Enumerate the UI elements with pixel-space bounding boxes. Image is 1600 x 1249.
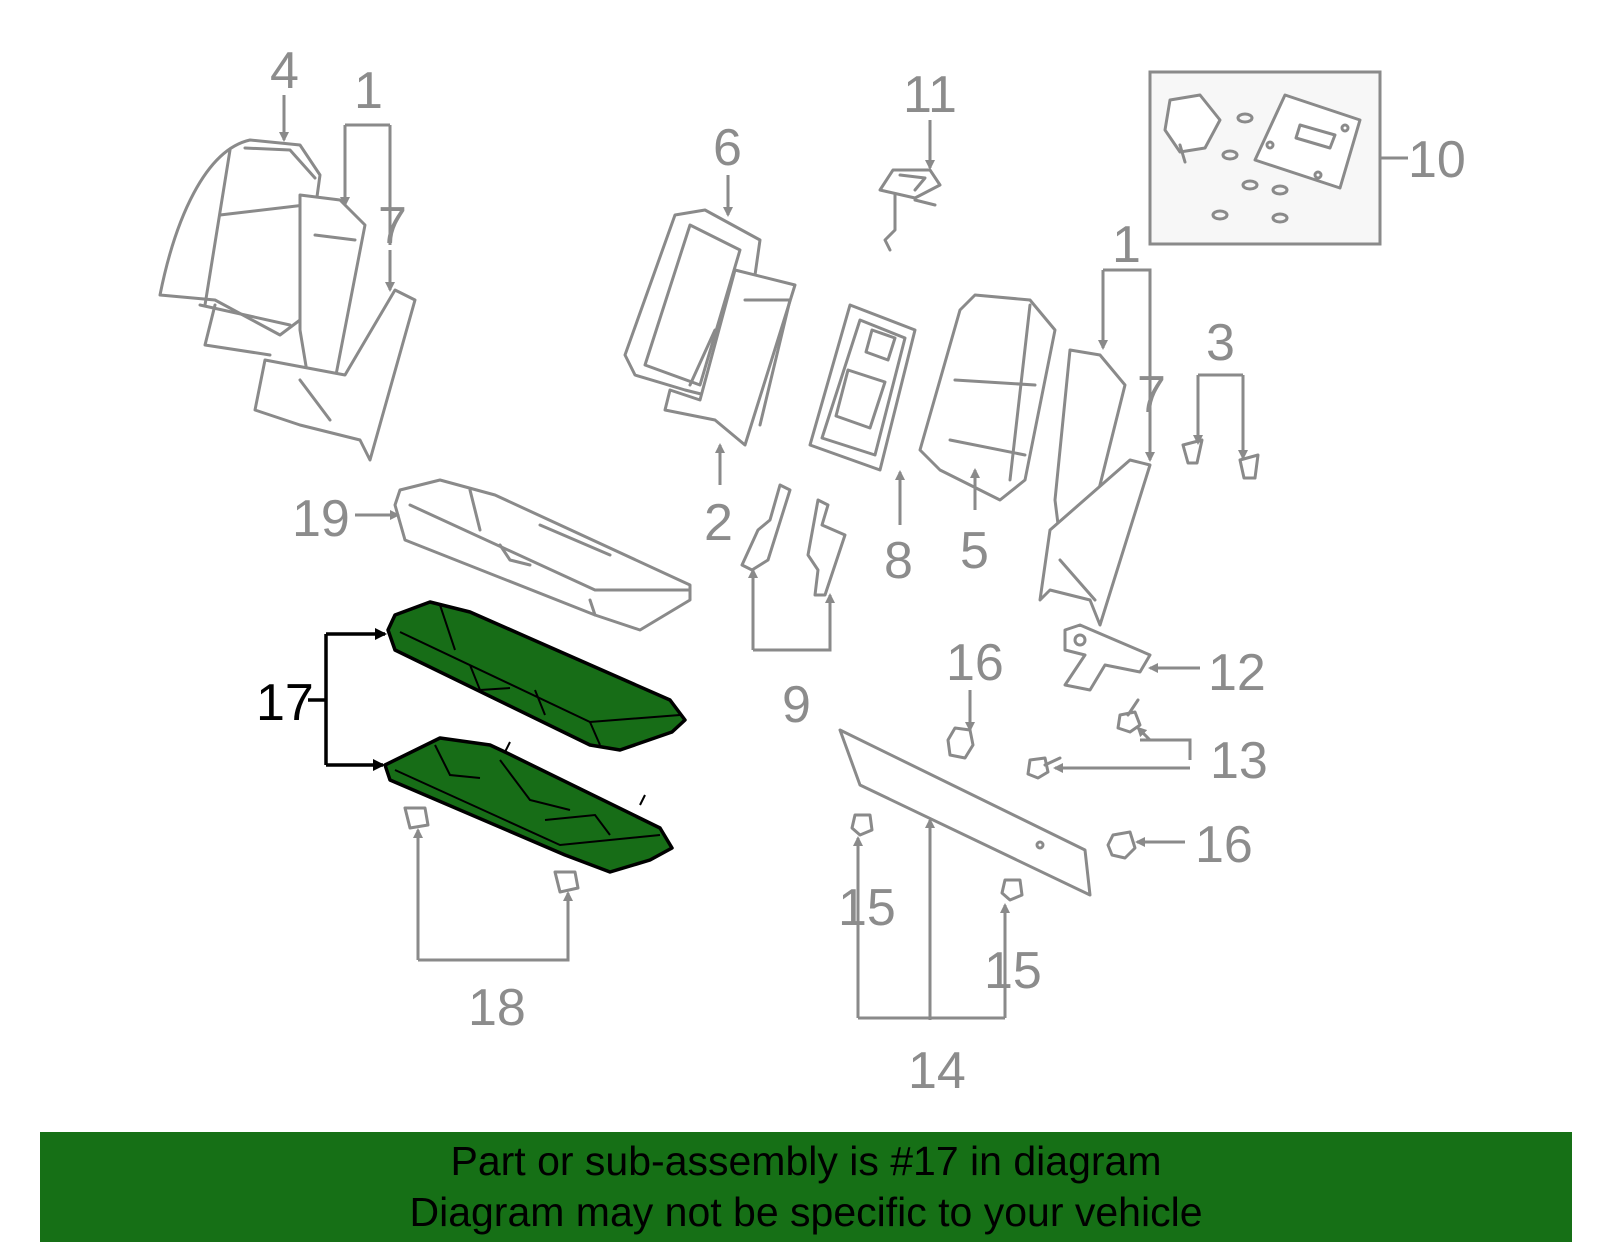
callout-16-bottom: 16	[1195, 816, 1253, 874]
banner-line-1: Part or sub-assembly is #17 in diagram	[450, 1138, 1162, 1184]
part-19-cushion	[393, 478, 692, 632]
callout-7-right: 7	[1137, 366, 1166, 424]
callout-8: 8	[884, 532, 913, 590]
callout-12: 12	[1208, 644, 1266, 702]
callout-1-right: 1	[1112, 216, 1141, 274]
part-9-brackets	[740, 483, 847, 597]
callout-9: 9	[782, 676, 811, 734]
callout-14: 14	[908, 1042, 966, 1100]
banner-line-2: Diagram may not be specific to your vehi…	[409, 1189, 1203, 1235]
left-seatback-assembly	[158, 138, 417, 462]
part-3-clips	[1181, 438, 1260, 480]
info-banner: Part or sub-assembly is #17 in diagram D…	[40, 1132, 1572, 1242]
fasteners	[850, 698, 1142, 902]
callout-11: 11	[903, 66, 957, 124]
callout-2: 2	[704, 494, 733, 552]
callout-7-left: 7	[378, 197, 407, 255]
callout-15-right: 15	[984, 942, 1042, 1000]
part-18-clips	[403, 806, 580, 894]
callout-6: 6	[713, 119, 742, 177]
callout-17: 17	[256, 674, 314, 732]
callout-3: 3	[1206, 314, 1235, 372]
center-seatback-assembly	[623, 208, 797, 447]
callout-10: 10	[1408, 131, 1466, 189]
callout-5: 5	[960, 522, 989, 580]
callout-13: 13	[1210, 732, 1268, 790]
part-12-bracket	[1063, 623, 1152, 692]
callout-labels: 4 1 7 6 11 10 1 7 3 19 2 8 5 12 16 9 17 …	[256, 42, 1466, 1100]
callout-4: 4	[270, 42, 299, 100]
callout-19: 19	[292, 490, 350, 548]
leader-lines	[279, 95, 1248, 1020]
armrest-panel	[808, 303, 917, 472]
part-17-highlighted	[383, 600, 687, 874]
parts-diagram: 4 1 7 6 11 10 1 7 3 19 2 8 5 12 16 9 17 …	[158, 42, 1466, 1100]
right-seatback-assembly	[918, 293, 1152, 627]
part-10-inset	[1148, 70, 1408, 246]
part-14-panel	[838, 728, 1092, 897]
callout-1-left: 1	[354, 62, 383, 120]
callout-16-top: 16	[946, 634, 1004, 692]
callout-15-left: 15	[838, 879, 896, 937]
callout-18: 18	[468, 979, 526, 1037]
part-11-latch	[878, 168, 942, 252]
